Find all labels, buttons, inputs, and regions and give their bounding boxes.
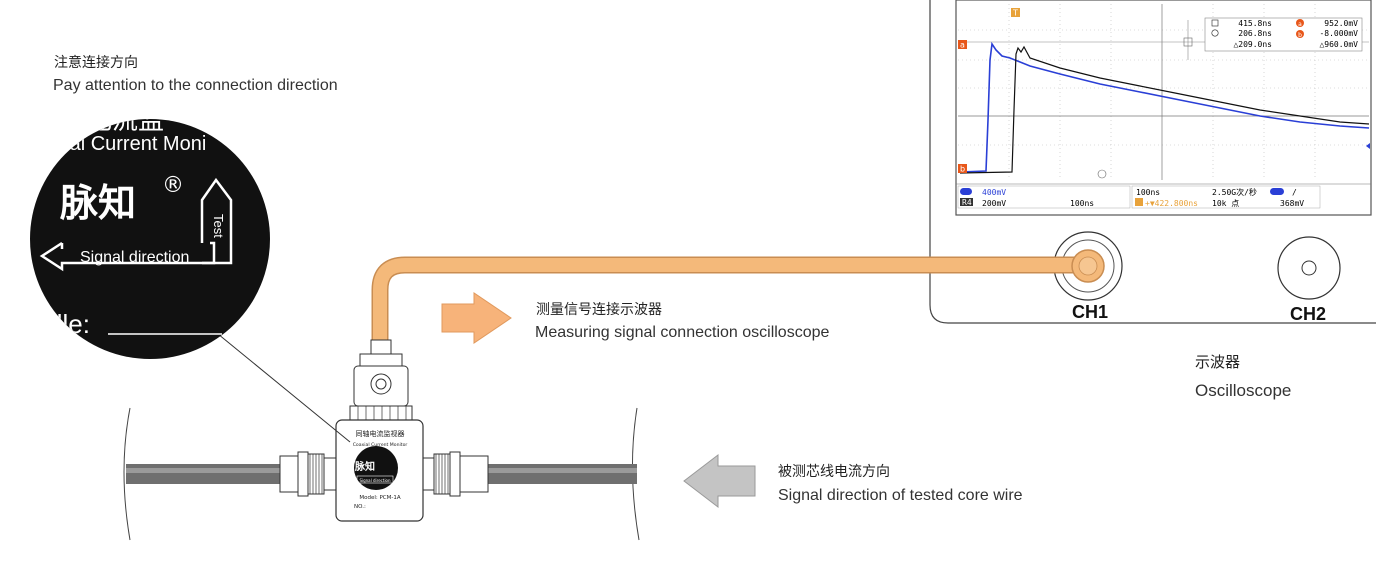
zoom-model-label: dle:	[48, 309, 90, 339]
measure-note-en: Measuring signal connection oscilloscope	[535, 324, 830, 341]
r4-time: 100ns	[1070, 199, 1094, 208]
marker-b-label: b	[960, 165, 965, 174]
zoom-registered-mark: ®	[162, 173, 184, 198]
device-label-sticker	[354, 446, 398, 490]
device-title-cn: 同轴电流监视器	[356, 429, 405, 438]
scope-note-cn: 示波器	[1195, 353, 1241, 371]
core-note-cn: 被测芯线电流方向	[778, 464, 890, 480]
cursor-readout	[1204, 17, 1363, 52]
cursor-a-dot-label: a	[1298, 21, 1302, 28]
cursor-readout-circle	[1211, 29, 1219, 37]
zoom-leader-line	[217, 333, 351, 443]
ch1-label: CH1	[1072, 302, 1109, 322]
cursor-dv: △960.0mV	[1319, 40, 1358, 49]
wire-break-left	[123, 407, 131, 541]
cursor-v1: 952.0mV	[1324, 19, 1358, 28]
right-connector	[421, 451, 489, 497]
cursor-a-dot	[1296, 19, 1304, 27]
scope-note-en: Oscilloscope	[1195, 381, 1292, 400]
device-model: Model: PCM-1A	[359, 495, 401, 501]
attention-note-en: Pay attention to the connection directio…	[53, 77, 338, 94]
sample-rate: 2.50G次/秒	[1212, 187, 1257, 197]
core-note-en: Signal direction of tested core wire	[778, 487, 1023, 504]
ch2-connector-pin	[1301, 260, 1317, 276]
trig-position: +▼422.800ns	[1145, 199, 1198, 208]
core-current-arrow	[683, 453, 756, 509]
zoom-product-name: axial Current Moni	[44, 133, 206, 155]
scope-grid	[958, 4, 1369, 180]
marker-a	[958, 40, 967, 49]
zoom-label-magnified: 心电流监 axial Current Moni 脉知 ® Test Signal…	[30, 106, 270, 359]
cursor-b-dot	[1296, 30, 1304, 38]
measure-arrow	[441, 292, 512, 344]
zoom-top-text: 心电流监	[60, 106, 164, 136]
trigger-slope: /	[1292, 188, 1297, 197]
left-connector	[279, 451, 337, 497]
status-channels	[957, 185, 1131, 209]
attention-note-cn: 注意连接方向	[54, 55, 138, 71]
tested-wire	[126, 464, 637, 484]
zoom-brand: 脉知	[60, 181, 136, 225]
oscilloscope-body	[929, 0, 1376, 324]
trigger-marker-label: T	[1012, 9, 1018, 18]
r4-label: R4	[962, 198, 972, 207]
cursor-b-dot-label: b	[1298, 32, 1302, 39]
cursor-dt: △209.0ns	[1233, 40, 1272, 49]
trigger-level: 368mV	[1280, 199, 1304, 208]
zoom-signal-direction: Signal direction	[80, 249, 189, 266]
record-length: 10k 点	[1212, 199, 1239, 208]
cursor-t1: 415.8ns	[1238, 19, 1272, 28]
trigger-source-indicator	[1270, 188, 1284, 195]
waveform-blue	[959, 41, 1370, 173]
cursor-readout-square	[1211, 19, 1219, 27]
signal-cable	[373, 258, 1088, 345]
ch2-label: CH2	[1290, 304, 1327, 324]
marker-a-label: a	[960, 41, 965, 50]
device-brand: 脉知	[354, 460, 375, 473]
timebase: 100ns	[1136, 188, 1160, 197]
device-serial: NO.:	[354, 504, 366, 510]
cursor-circle	[1097, 169, 1107, 179]
marker-b	[958, 164, 967, 173]
cursor-square	[1183, 37, 1193, 47]
ch-offset-marker	[1366, 143, 1370, 149]
ch1-plug-center	[1078, 256, 1098, 276]
measure-note-cn: 测量信号连接示波器	[536, 302, 662, 318]
waveform-black	[959, 45, 1370, 174]
ch1-scale: 400mV	[982, 188, 1006, 197]
r4-indicator	[960, 198, 973, 206]
trig-pos-indicator	[1135, 198, 1143, 206]
cursor-t2: 206.8ns	[1238, 29, 1272, 38]
trigger-marker	[1011, 8, 1020, 17]
zoom-test-text: Test	[211, 214, 226, 238]
device-signal-direction: Signal direction	[359, 478, 391, 483]
bnc-output-connector	[349, 339, 413, 421]
device-title-en: Coaxial Current Monitor	[353, 442, 408, 448]
cursor-v2: -8.000mV	[1319, 29, 1358, 38]
ch1-indicator	[960, 188, 972, 195]
r4-scale: 200mV	[982, 199, 1006, 208]
